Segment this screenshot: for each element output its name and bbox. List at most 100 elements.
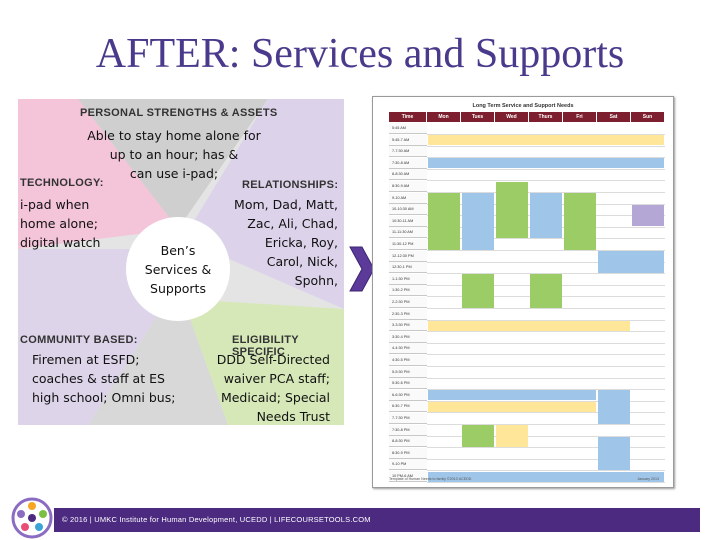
schedule-gridline xyxy=(427,157,665,158)
schedule-time-cell: 5-5:30 PM xyxy=(389,366,427,378)
schedule-time-cell: 9-10 PM xyxy=(389,459,427,471)
relationships-text: Mom, Dad, Matt, Zac, Ali, Chad, Ericka, … xyxy=(234,197,338,288)
schedule-header-cell: Tues xyxy=(461,112,494,122)
life-course-logo-icon xyxy=(11,497,53,539)
personal-text: Able to stay home alone for up to an hou… xyxy=(87,128,261,181)
schedule-gridline xyxy=(427,134,665,135)
schedule-header-cell: Time xyxy=(389,112,426,122)
eligibility-section xyxy=(183,299,344,425)
schedule-time-cell: 12:30-1 PM xyxy=(389,262,427,274)
schedule-gridline xyxy=(427,424,665,425)
schedule-time-cell: 10-10:30 AM xyxy=(389,204,427,216)
schedule-gridline xyxy=(427,400,665,402)
schedule-gridline xyxy=(427,273,665,274)
technology-section xyxy=(18,99,178,249)
schedule-time-cell: 5:45-7 AM xyxy=(389,134,427,146)
schedule-gridline xyxy=(427,412,665,413)
schedule-document: Long Term Service and Support Needs Time… xyxy=(372,96,674,488)
diagram-background xyxy=(18,99,344,425)
schedule-block xyxy=(496,425,528,447)
center-text: Ben’s Services & Supports xyxy=(144,243,212,296)
schedule-block xyxy=(496,181,528,238)
schedule-time-cell: 10 PM-6 AM xyxy=(389,471,427,482)
technology-text: i-pad when home alone; digital watch xyxy=(20,197,101,250)
center-area xyxy=(126,217,230,321)
right-arrow-icon xyxy=(349,246,375,292)
schedule-block xyxy=(462,193,494,250)
schedule-gridline xyxy=(427,168,665,170)
schedule-gridline xyxy=(427,238,665,239)
schedule-time-cell: 7:30-8 PM xyxy=(389,424,427,436)
schedule-block xyxy=(598,390,630,424)
schedule-header-cell: Thurs xyxy=(529,112,562,122)
schedule-time-cell: 7:30-8 AM xyxy=(389,157,427,169)
schedule-gridline xyxy=(427,308,665,309)
schedule-time-cell: 4:30-5 PM xyxy=(389,355,427,366)
personal-heading: PERSONAL STRENGTHS & ASSETS xyxy=(80,107,278,119)
schedule-title: Long Term Service and Support Needs xyxy=(472,103,574,109)
schedule-footer-right: January 2013 xyxy=(637,477,659,481)
schedule-gridline xyxy=(427,389,665,390)
schedule-block xyxy=(530,274,562,308)
schedule-time-cell: 9-10 AM xyxy=(389,192,427,204)
eligibility-text: DDD Self-Directed waiver PCA staff; Medi… xyxy=(216,352,330,424)
schedule-block xyxy=(428,390,596,401)
schedule-gridline xyxy=(427,145,665,147)
schedule-gridline xyxy=(427,377,665,379)
schedule-gridline xyxy=(427,470,665,471)
schedule-header-cell: Sun xyxy=(631,112,664,122)
schedule-block xyxy=(530,193,562,238)
schedule-time-cell: 10:30-11 AM xyxy=(389,215,427,227)
schedule-block xyxy=(428,158,664,169)
schedule-time-cell: 2-2:30 PM xyxy=(389,297,427,308)
schedule-time-cell: 8:30-9 PM xyxy=(389,447,427,459)
schedule-header-cell: Fri xyxy=(563,112,596,122)
schedule-time-cell: 7-7:30 PM xyxy=(389,413,427,424)
schedule-block xyxy=(598,251,664,273)
community-section xyxy=(18,249,168,425)
schedule-gridline xyxy=(427,250,665,251)
schedule-time-cell: 6-6:30 PM xyxy=(389,389,427,401)
schedule-time-cell: 8-8:30 PM xyxy=(389,436,427,448)
schedule-time-cell: 3-3:30 PM xyxy=(389,320,427,332)
footer-bar: © 2016 | UMKC Institute for Human Develo… xyxy=(54,508,700,532)
schedule-block xyxy=(428,135,664,146)
community-text: Firemen at ESFD; coaches & staff at ES h… xyxy=(32,352,176,405)
schedule-header-cell: Mon xyxy=(427,112,460,122)
schedule-gridline xyxy=(427,319,665,321)
schedule-gridline xyxy=(427,435,665,437)
schedule-gridline xyxy=(427,447,665,448)
services-supports-diagram: PERSONAL STRENGTHS & ASSETS Able to stay… xyxy=(18,99,344,425)
schedule-time-cell: 8-8:30 AM xyxy=(389,169,427,181)
schedule-block xyxy=(428,401,596,412)
schedule-time-cell: 1:30-2 PM xyxy=(389,285,427,297)
schedule-gridline xyxy=(427,354,665,355)
schedule-block xyxy=(598,436,630,470)
schedule-time-cell: 11-11:30 AM xyxy=(389,227,427,239)
schedule-footer-left: Template of Human Needs to family ©2013 … xyxy=(389,477,472,481)
schedule-time-cell: 4-4:30 PM xyxy=(389,343,427,355)
schedule-block xyxy=(564,193,596,250)
schedule-gridline xyxy=(427,366,665,367)
schedule-gridline xyxy=(427,331,665,332)
technology-heading: TECHNOLOGY: xyxy=(20,177,104,189)
personal-section xyxy=(78,99,268,229)
relationships-heading: RELATIONSHIPS: xyxy=(242,179,339,191)
schedule-gridline xyxy=(427,458,665,460)
schedule-time-cell: 2:30-3 PM xyxy=(389,308,427,320)
schedule-gridline xyxy=(427,261,665,263)
schedule-block xyxy=(632,204,664,227)
community-heading: COMMUNITY BASED: xyxy=(20,334,138,346)
schedule-time-cell: 6:30-7 PM xyxy=(389,401,427,413)
schedule-gridline xyxy=(427,192,665,193)
schedule-time-cell: 12-12:30 PM xyxy=(389,250,427,262)
eligibility-heading: ELIGIBILITY SPECIFIC xyxy=(232,334,299,358)
schedule-block xyxy=(428,193,460,250)
schedule-time-cell: 3:30-4 PM xyxy=(389,331,427,343)
schedule-gridline xyxy=(427,342,665,344)
schedule-time-cell: 7-7:30 AM xyxy=(389,146,427,158)
schedule-header-cell: Sat xyxy=(597,112,630,122)
schedule-gridline xyxy=(427,482,665,483)
schedule-time-cell: 5:45 AM xyxy=(389,123,427,134)
schedule-time-cell: 8:30-9 AM xyxy=(389,181,427,192)
